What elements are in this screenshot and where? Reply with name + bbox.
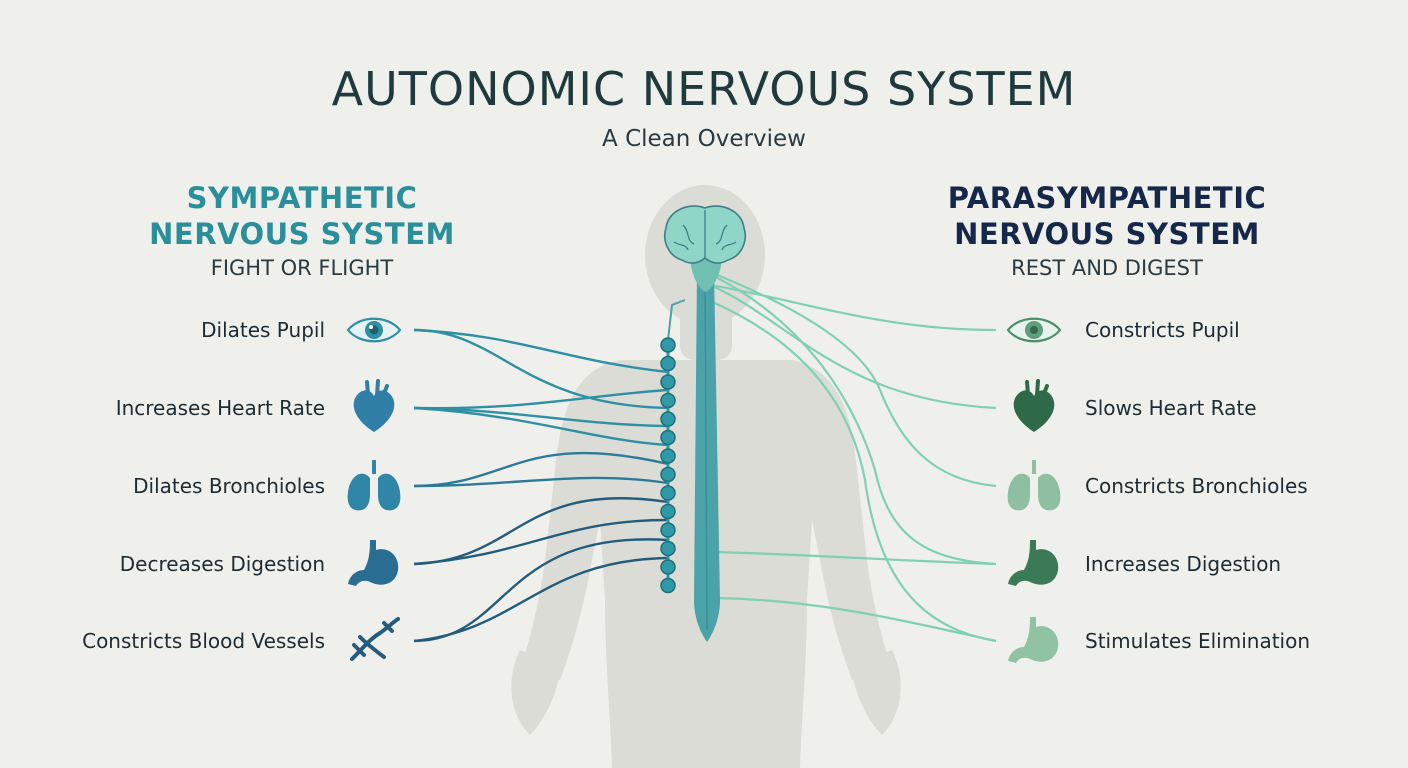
- parasympathetic-effect-label: Constricts Bronchioles: [1085, 474, 1308, 498]
- blood-vessels-icon: [350, 617, 400, 661]
- para-nerve-1: [709, 283, 997, 332]
- ganglion-node: [660, 466, 676, 483]
- parasympathetic-subtitle: REST AND DIGEST: [1011, 256, 1203, 280]
- stomach-icon: [348, 540, 399, 586]
- sympathetic-heading-line1: SYMPATHETIC: [186, 181, 418, 215]
- symp-nerve-2b: [413, 388, 669, 410]
- sympathetic-effect-label: Constricts Blood Vessels: [82, 629, 325, 653]
- ganglion-node: [660, 392, 676, 409]
- eye-icon: [346, 317, 402, 343]
- ganglion-node: [660, 577, 676, 594]
- para-nerve-6: [715, 596, 997, 643]
- ganglion-node: [660, 559, 676, 575]
- para-nerve-2b: [704, 268, 997, 488]
- brain-stem: [690, 255, 722, 292]
- symp-nerve-2a: [413, 406, 669, 428]
- parasympathetic-heading-line1: PARASYMPATHETIC: [947, 181, 1267, 215]
- ganglion-node: [660, 374, 676, 390]
- heart-icon: [353, 379, 395, 432]
- parasympathetic-effect-label: Increases Digestion: [1085, 552, 1282, 576]
- parasympathetic-effect-label: Stimulates Elimination: [1085, 629, 1311, 653]
- page-subtitle: A Clean Overview: [602, 126, 806, 152]
- sympathetic-subtitle: FIGHT OR FLIGHT: [210, 256, 394, 280]
- ganglion-node: [660, 540, 676, 557]
- sympathetic-icons: [346, 317, 402, 661]
- parasympathetic-effect-label: Constricts Pupil: [1085, 318, 1240, 342]
- para-nerve-2: [709, 283, 997, 410]
- ganglion-node: [660, 448, 676, 464]
- ganglion-node: [660, 355, 676, 372]
- para-nerve-3: [711, 274, 997, 566]
- sympathetic-heading-line2: NERVOUS SYSTEM: [149, 217, 455, 251]
- sympathetic-heading: SYMPATHETIC NERVOUS SYSTEM: [92, 180, 512, 252]
- lungs-icon: [1007, 460, 1061, 511]
- parasympathetic-effect-label: Slows Heart Rate: [1085, 396, 1257, 420]
- parasympathetic-heading: PARASYMPATHETIC NERVOUS SYSTEM: [897, 180, 1317, 252]
- ganglion-node: [660, 411, 676, 427]
- sympathetic-effect-label: Decreases Digestion: [119, 552, 325, 576]
- symp-nerve-5b: [413, 556, 669, 643]
- ganglion-node: [660, 337, 676, 353]
- intestine-icon: [1008, 617, 1059, 663]
- eye-icon: [1006, 317, 1062, 343]
- parasympathetic-heading-line2: NERVOUS SYSTEM: [954, 217, 1260, 251]
- symp-nerve-1a: [413, 328, 669, 410]
- heart-icon: [1013, 379, 1055, 432]
- stomach-icon: [1008, 540, 1059, 586]
- symp-nerve-4b: [413, 518, 669, 566]
- parasympathetic-icons: [1006, 317, 1062, 663]
- sympathetic-effect-label: Increases Heart Rate: [115, 396, 325, 420]
- symp-nerve-1b: [413, 328, 669, 374]
- para-nerve-5: [715, 550, 997, 566]
- symp-nerve-3a: [413, 451, 669, 488]
- ganglion-node: [660, 485, 676, 501]
- central-nervous-system: [660, 205, 746, 642]
- sympathetic-chain-ganglia: [660, 337, 676, 594]
- sympathetic-effect-label: Dilates Bronchioles: [133, 474, 325, 498]
- page-title: AUTONOMIC NERVOUS SYSTEM: [331, 62, 1077, 116]
- sympathetic-effect-label: Dilates Pupil: [201, 318, 325, 342]
- symp-nerve-3b: [413, 476, 669, 488]
- ganglion-node: [660, 503, 676, 520]
- ganglion-node: [660, 522, 676, 538]
- spinal-cord: [694, 270, 720, 642]
- parasympathetic-nerve-paths: [704, 268, 997, 643]
- ganglion-node: [660, 429, 676, 446]
- para-nerve-4: [707, 298, 997, 643]
- sympathetic-nerve-paths: [413, 328, 669, 643]
- symp-nerve-2c: [413, 406, 669, 447]
- lungs-icon: [347, 460, 401, 511]
